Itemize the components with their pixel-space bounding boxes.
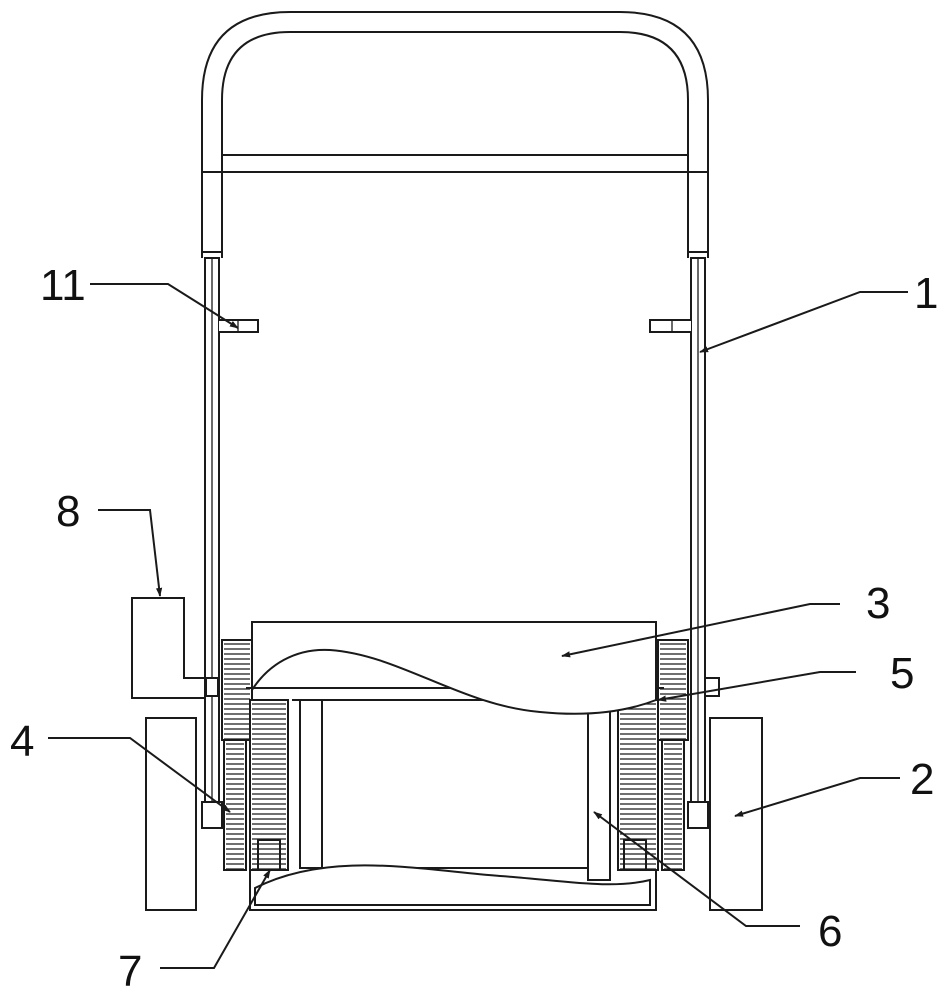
label-7: 7: [118, 947, 142, 996]
leader-lines: [48, 283, 908, 969]
part-labels: 11 1 8 3 5 4 2 6 7: [10, 261, 938, 996]
label-8: 8: [56, 487, 80, 536]
label-5: 5: [890, 649, 914, 698]
axle-stubs: [201, 677, 720, 829]
label-2: 2: [910, 755, 934, 804]
inner-box: [246, 687, 664, 911]
label-11: 11: [40, 261, 86, 310]
gear-teeth: [224, 643, 686, 870]
label-4: 4: [10, 717, 34, 766]
wheels: [145, 717, 763, 911]
label-3: 3: [866, 579, 890, 628]
motor-box: [131, 597, 206, 699]
label-1: 1: [914, 269, 938, 318]
right-gears: [617, 639, 689, 871]
top-cover: [251, 621, 657, 715]
handle: [201, 11, 709, 258]
label-6: 6: [818, 907, 842, 956]
hook-brackets: [219, 319, 691, 333]
